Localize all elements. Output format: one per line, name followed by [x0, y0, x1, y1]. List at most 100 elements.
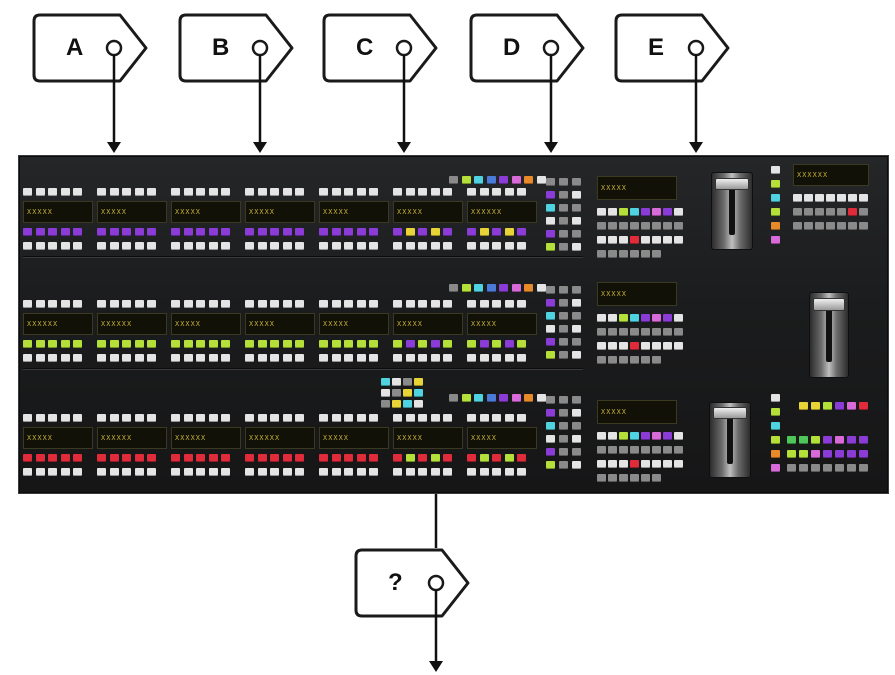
console-button[interactable] — [331, 414, 341, 422]
console-button[interactable] — [221, 228, 230, 236]
console-button[interactable] — [430, 340, 440, 348]
console-button[interactable] — [771, 180, 780, 188]
console-button[interactable] — [674, 208, 683, 216]
console-button[interactable] — [134, 468, 144, 476]
console-button[interactable] — [23, 468, 32, 476]
console-button[interactable] — [847, 436, 856, 444]
console-button[interactable] — [663, 208, 672, 216]
console-button[interactable] — [572, 351, 581, 359]
console-button[interactable] — [48, 454, 57, 462]
console-button[interactable] — [771, 408, 780, 416]
console-button[interactable] — [60, 354, 70, 362]
console-button[interactable] — [826, 208, 835, 216]
console-button[interactable] — [546, 351, 555, 359]
console-button[interactable] — [517, 468, 526, 476]
console-button[interactable] — [859, 436, 868, 444]
console-button[interactable] — [517, 340, 526, 348]
console-button[interactable] — [109, 454, 119, 462]
console-button[interactable] — [35, 414, 45, 422]
console-button[interactable] — [171, 188, 180, 196]
console-button[interactable] — [630, 460, 639, 468]
console-button[interactable] — [467, 468, 476, 476]
console-button[interactable] — [859, 222, 868, 230]
console-button[interactable] — [430, 454, 440, 462]
console-button[interactable] — [793, 222, 802, 230]
console-button[interactable] — [536, 284, 546, 292]
console-button[interactable] — [517, 228, 526, 236]
console-button[interactable] — [492, 188, 501, 196]
console-button[interactable] — [608, 342, 617, 350]
console-button[interactable] — [546, 299, 555, 307]
console-button[interactable] — [559, 409, 568, 417]
console-button[interactable] — [295, 414, 304, 422]
console-button[interactable] — [771, 422, 780, 430]
console-button[interactable] — [393, 454, 402, 462]
console-button[interactable] — [295, 228, 304, 236]
console-button[interactable] — [559, 461, 568, 469]
console-button[interactable] — [835, 402, 844, 410]
console-button[interactable] — [270, 188, 279, 196]
console-button[interactable] — [474, 394, 483, 402]
console-button[interactable] — [799, 402, 808, 410]
console-button[interactable] — [97, 468, 106, 476]
console-button[interactable] — [331, 454, 341, 462]
console-button[interactable] — [449, 394, 458, 402]
console-button[interactable] — [356, 414, 366, 422]
console-button[interactable] — [771, 394, 780, 402]
console-button[interactable] — [504, 228, 514, 236]
console-button[interactable] — [344, 188, 353, 196]
console-button[interactable] — [196, 242, 205, 250]
console-button[interactable] — [443, 340, 452, 348]
console-button[interactable] — [344, 468, 353, 476]
console-button[interactable] — [652, 474, 661, 482]
console-button[interactable] — [270, 340, 279, 348]
console-button[interactable] — [122, 300, 131, 308]
console-button[interactable] — [663, 222, 672, 230]
console-button[interactable] — [479, 354, 489, 362]
console-button[interactable] — [97, 454, 106, 462]
console-button[interactable] — [559, 448, 568, 456]
console-button[interactable] — [559, 435, 568, 443]
console-button[interactable] — [787, 450, 796, 458]
console-button[interactable] — [674, 460, 683, 468]
console-button[interactable] — [559, 191, 568, 199]
console-button[interactable] — [208, 454, 218, 462]
console-button[interactable] — [811, 436, 820, 444]
console-button[interactable] — [319, 242, 328, 250]
console-button[interactable] — [295, 354, 304, 362]
console-button[interactable] — [630, 208, 639, 216]
console-button[interactable] — [674, 342, 683, 350]
console-button[interactable] — [546, 396, 555, 404]
console-button[interactable] — [608, 474, 617, 482]
console-button[interactable] — [546, 409, 555, 417]
console-button[interactable] — [97, 242, 106, 250]
console-button[interactable] — [559, 351, 568, 359]
console-button[interactable] — [479, 414, 489, 422]
console-button[interactable] — [619, 356, 628, 364]
console-button[interactable] — [356, 454, 366, 462]
console-button[interactable] — [270, 454, 279, 462]
console-button[interactable] — [73, 468, 82, 476]
console-button[interactable] — [674, 236, 683, 244]
console-button[interactable] — [196, 468, 205, 476]
console-button[interactable] — [73, 454, 82, 462]
console-button[interactable] — [641, 446, 650, 454]
console-button[interactable] — [474, 176, 483, 184]
console-button[interactable] — [608, 250, 617, 258]
console-button[interactable] — [109, 468, 119, 476]
console-button[interactable] — [405, 354, 415, 362]
console-button[interactable] — [652, 356, 661, 364]
console-button[interactable] — [221, 354, 230, 362]
console-button[interactable] — [486, 284, 496, 292]
console-button[interactable] — [837, 194, 846, 202]
console-button[interactable] — [405, 242, 415, 250]
console-button[interactable] — [183, 340, 193, 348]
console-button[interactable] — [449, 176, 458, 184]
console-button[interactable] — [492, 468, 501, 476]
console-button[interactable] — [652, 314, 661, 322]
console-button[interactable] — [467, 340, 476, 348]
console-button[interactable] — [393, 468, 402, 476]
console-button[interactable] — [630, 250, 639, 258]
console-button[interactable] — [511, 176, 521, 184]
console-button[interactable] — [73, 354, 82, 362]
